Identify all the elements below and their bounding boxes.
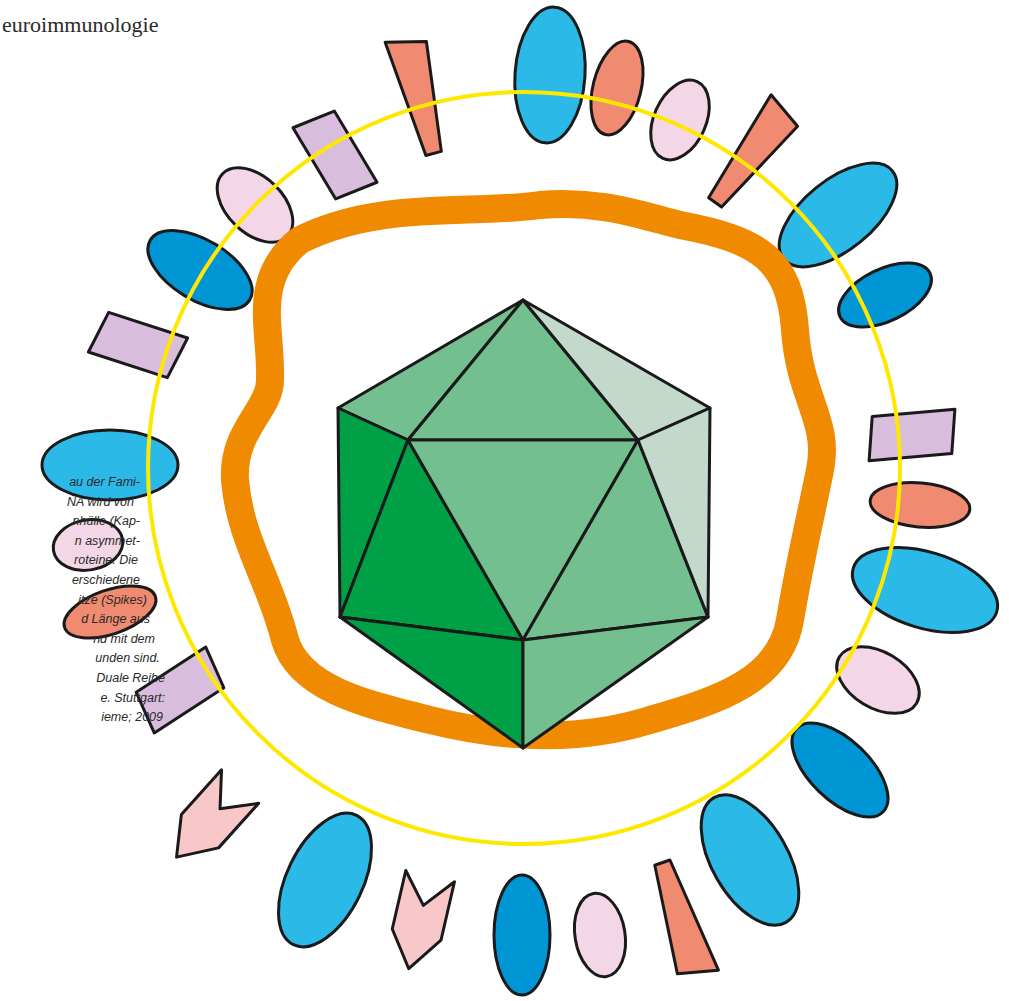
caption-line: itze (Spikes) bbox=[78, 592, 147, 608]
caption-line: au der Fami- bbox=[69, 474, 140, 490]
caption-line: Duale Reihe bbox=[96, 670, 165, 686]
caption-line: erschiedene bbox=[72, 572, 140, 588]
caption-line: roteine. Die bbox=[74, 552, 138, 568]
caption-line: unden sind. bbox=[95, 650, 160, 666]
caption-line: ieme; 2009 bbox=[101, 709, 163, 725]
caption-line: e. Stuttgart: bbox=[100, 690, 165, 706]
caption-line: nd mit dem bbox=[93, 631, 155, 647]
caption-line: d Länge aus bbox=[81, 611, 150, 627]
caption-line: n asymmet- bbox=[75, 533, 140, 549]
caption-line: NA wird von bbox=[67, 494, 134, 510]
running-header: euroimmunologie bbox=[2, 12, 158, 38]
caption-line: nhülle (Kap- bbox=[73, 513, 140, 529]
